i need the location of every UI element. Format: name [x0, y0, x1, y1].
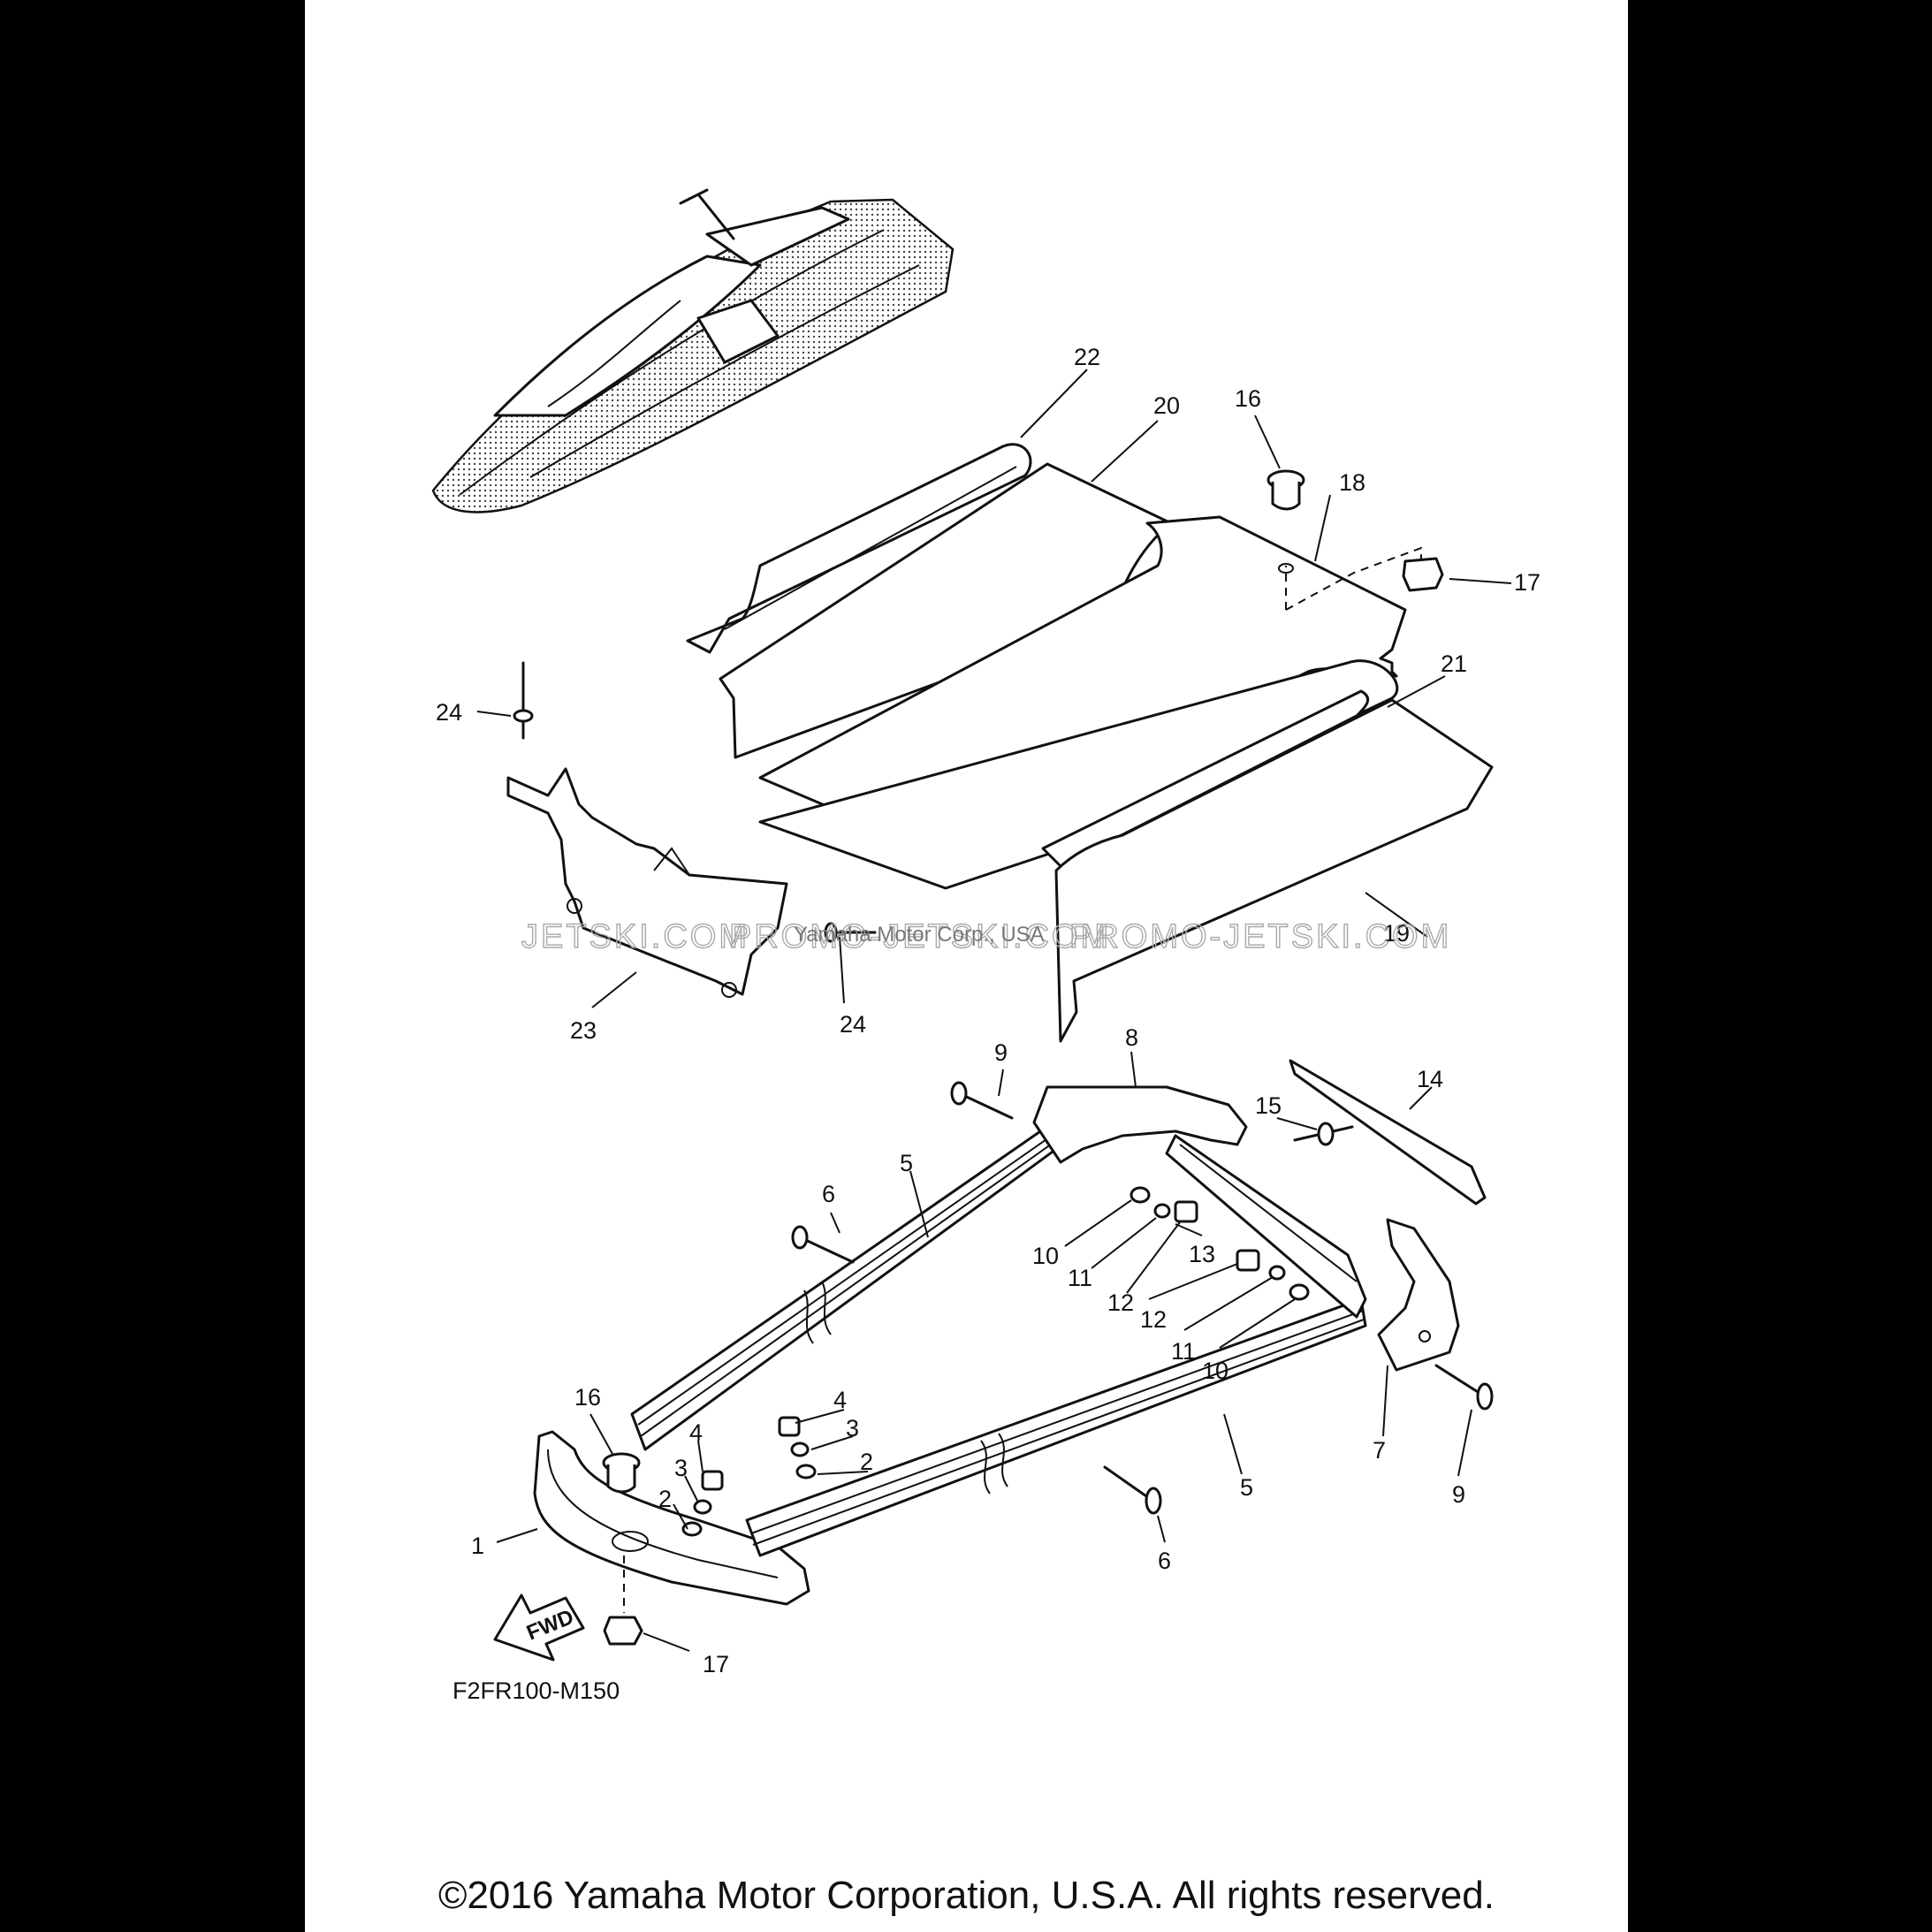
leader-lines	[476, 369, 1512, 1652]
watermark-right: PROMO-JETSKI.COM	[1069, 918, 1451, 955]
callout-3-left: 3	[674, 1455, 688, 1481]
strip-14	[1289, 1059, 1487, 1206]
callout-18: 18	[1339, 469, 1365, 496]
bolt-9-top	[950, 1081, 1014, 1120]
callouts: 22 20 16 18 17 21 24 23 24 19 9 8 15 14 …	[436, 344, 1540, 1677]
washers-nuts	[681, 1186, 1310, 1537]
watermark-left: JETSKI.COM	[521, 918, 749, 955]
mat-22	[686, 443, 1032, 654]
bolt-9-right	[1434, 1364, 1494, 1411]
callout-14: 14	[1417, 1066, 1443, 1092]
grommet-16-bottom	[602, 1452, 641, 1494]
rivet-24-top	[513, 661, 534, 740]
callout-17-bottom: 17	[703, 1651, 729, 1677]
copyright-notice: ©2016 Yamaha Motor Corporation, U.S.A. A…	[438, 1874, 1495, 1917]
callout-19: 19	[1383, 920, 1410, 947]
bolt-6-right	[1103, 1465, 1162, 1515]
callout-15: 15	[1255, 1092, 1282, 1119]
callout-1: 1	[471, 1533, 484, 1559]
callout-21: 21	[1441, 650, 1467, 677]
callout-2-left: 2	[658, 1486, 672, 1512]
figure-code: F2FR100-M150	[453, 1677, 620, 1704]
callout-20: 20	[1153, 392, 1180, 419]
bracket-8	[1032, 1085, 1248, 1164]
callout-2-right: 2	[860, 1449, 873, 1475]
callout-9-top: 9	[994, 1039, 1008, 1066]
fwd-arrow: FWD	[493, 1594, 585, 1662]
front-bumper-1	[533, 1430, 810, 1606]
callout-7: 7	[1373, 1437, 1386, 1464]
watermark: JETSKI.COM PROMO-JETSKI.COM PROMO-JETSKI…	[521, 917, 1451, 955]
callout-10-top: 10	[1032, 1243, 1059, 1269]
rail-5-right	[745, 1297, 1367, 1557]
callout-10-bottom: 10	[1202, 1358, 1228, 1384]
callout-13: 13	[1189, 1241, 1215, 1267]
nut-17-bottom	[603, 1555, 643, 1646]
callout-5-right: 5	[1240, 1474, 1253, 1501]
callout-11-bottom: 11	[1171, 1338, 1196, 1365]
rail-13	[1165, 1134, 1367, 1319]
callout-9-right: 9	[1452, 1481, 1465, 1508]
callout-12-bottom: 12	[1140, 1306, 1167, 1333]
watercraft-overview	[431, 188, 955, 513]
callout-16-top: 16	[1235, 385, 1261, 412]
watermark-center: PROMO-JETSKI.COM	[729, 918, 1111, 955]
rivet-15	[1293, 1122, 1354, 1146]
watermark-credit: Yamaha Motor Corp., USA	[794, 923, 1045, 947]
nut-17-top	[1402, 557, 1444, 592]
callout-5-left: 5	[900, 1150, 913, 1176]
rivet-24-bottom	[824, 922, 877, 943]
callout-8: 8	[1125, 1024, 1138, 1051]
callout-22: 22	[1074, 344, 1100, 370]
callout-11-top: 11	[1068, 1265, 1092, 1291]
callout-16-bottom: 16	[574, 1384, 601, 1411]
callout-24-bottom: 24	[840, 1011, 866, 1038]
bracket-7	[1377, 1218, 1460, 1372]
bolt-6-left	[791, 1225, 855, 1264]
rail-5-left	[630, 1094, 1107, 1451]
callout-12-top: 12	[1107, 1289, 1134, 1316]
callout-6-right: 6	[1158, 1548, 1171, 1574]
callout-6-left: 6	[822, 1181, 835, 1207]
callout-24-top: 24	[436, 699, 462, 726]
callout-3-right: 3	[846, 1415, 859, 1441]
bracket-23	[506, 767, 788, 998]
callout-4-left: 4	[689, 1419, 703, 1446]
callout-4-right: 4	[833, 1387, 847, 1413]
grommet-16-top	[1266, 469, 1305, 511]
callout-23: 23	[570, 1017, 597, 1044]
mat-21	[758, 659, 1399, 890]
callout-17-top: 17	[1514, 569, 1540, 596]
mat-19	[1054, 698, 1494, 1043]
